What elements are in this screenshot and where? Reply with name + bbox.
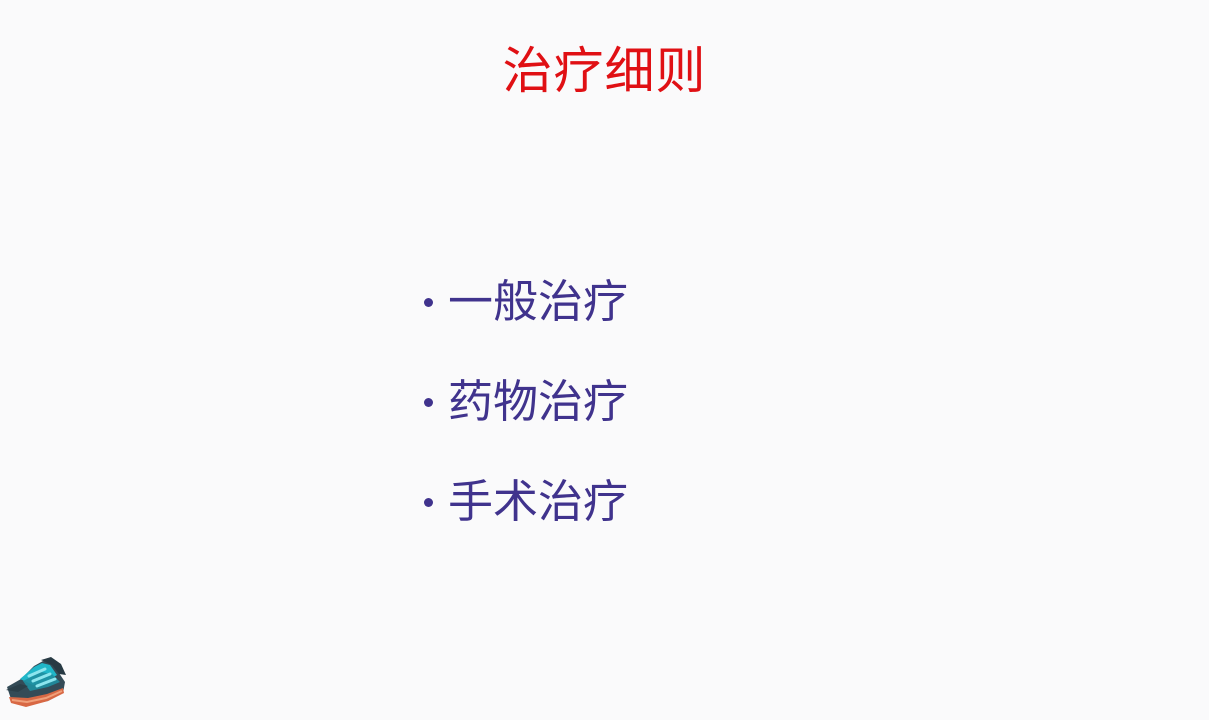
bullet-list: 一般治疗 药物治疗 手术治疗 (424, 252, 628, 552)
sneaker-icon (6, 657, 66, 707)
bullet-icon (424, 397, 433, 407)
bullet-label: 一般治疗 (448, 275, 629, 328)
bullet-item-surgical-treatment: 手术治疗 (424, 452, 628, 552)
bullet-item-medication-treatment: 药物治疗 (424, 352, 628, 452)
slide-title: 治疗细则 (502, 42, 707, 100)
bullet-label: 手术治疗 (448, 475, 629, 528)
bullet-item-general-treatment: 一般治疗 (424, 252, 628, 352)
bullet-icon (424, 497, 433, 507)
bullet-icon (424, 297, 433, 307)
bullet-label: 药物治疗 (448, 375, 629, 428)
